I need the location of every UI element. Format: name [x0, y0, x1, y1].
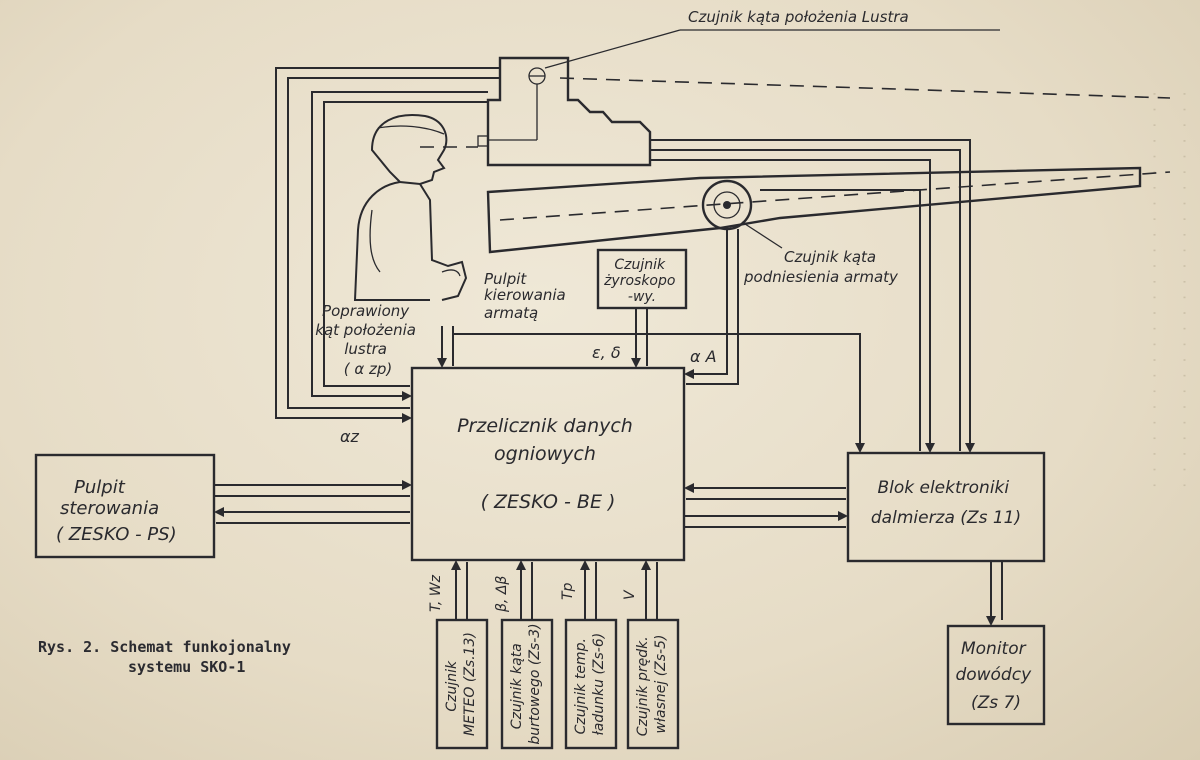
symbol-beta: β, Δβ [494, 576, 510, 613]
turret-angle-sensor-box [500, 618, 554, 750]
label-gyro-sensor: Czujnik żyroskopo -wy. [603, 257, 680, 305]
charge-temp-sensor-box [564, 618, 618, 750]
rangefinder-feeds [650, 139, 975, 453]
label-mirror-angle-sensor: Czujnik kąta położenia Lustra [688, 8, 909, 26]
svg-text:· · · · · · · · · · · · · · ·: · · · · · · · · · · · · · · · · · · · · … [1146, 90, 1161, 489]
label-gun-control-panel: Pulpit kierowania armatą [484, 270, 571, 322]
control-panel-links [214, 480, 412, 524]
symbol-alpha-a: α A [690, 347, 717, 366]
symbol-tp: Tp [560, 582, 576, 600]
own-speed-sensor-box [626, 618, 680, 750]
sensor-input-arrows [451, 560, 658, 620]
label-corrected-mirror-angle: Poprawiony kąt położenia lustra ( α zp) [315, 302, 420, 378]
monitor-link [986, 561, 1003, 626]
control-panel-box [34, 453, 216, 559]
label-rangefinder-electronics: Blok elektroniki dalmierza (Zs 11) [871, 478, 1021, 528]
bleed-through-text: · · · · · · · · · · · · · · · · · · · · … [1146, 90, 1191, 489]
rangefinder-links [684, 483, 848, 528]
mirror-sensor-leader [544, 29, 681, 69]
label-meteo-sensor: Czujnik METEO (Zs.13) [444, 632, 478, 736]
mirror-feedback-loops [275, 67, 500, 423]
svg-text:· · · · · · · · · · · · · · ·: · · · · · · · · · · · · · · · · · · · · … [1176, 90, 1191, 489]
symbol-epsilon-delta: ε, δ [592, 343, 621, 362]
elevation-sensor-leader [741, 221, 783, 249]
gun-barrel [486, 166, 1171, 254]
label-commander-monitor: Monitor dowódcy (Zs 7) [955, 639, 1036, 713]
elevation-link [684, 229, 739, 385]
label-charge-temp-sensor: Czujnik temp. ładunku (Zs-6) [573, 633, 607, 735]
mirror-sensor-housing [477, 56, 652, 167]
rangefinder-electronics-box [846, 451, 1046, 563]
gunner-figure [353, 114, 468, 301]
label-elevation-sensor: Czujnik kąta podniesienia armaty [743, 248, 899, 286]
label-control-panel: Pulpit sterowania ( ZESKO - PS) [56, 477, 177, 545]
gyro-sensor-box [596, 248, 688, 310]
symbol-alpha-z: αz [340, 427, 360, 446]
label-fire-data-computer: Przelicznik danych ogniowych ( ZESKO - B… [457, 415, 639, 513]
commander-monitor-box [946, 624, 1046, 726]
symbol-v: V [622, 589, 638, 600]
bottom-sensors: Czujnik METEO (Zs.13) Czujnik kąta burto… [435, 618, 680, 750]
label-own-speed-sensor: Czujnik prędk. własnej (Zs-5) [635, 632, 669, 736]
label-turret-angle-sensor: Czujnik kąta burtowego (Zs-3) [509, 623, 543, 744]
fire-data-computer-box [410, 366, 686, 562]
gyro-link [631, 308, 648, 368]
meteo-sensor-box [435, 618, 489, 750]
gun-panel-link [437, 326, 865, 453]
sight-line [559, 77, 1171, 99]
symbol-t-wz: T, Wz [428, 574, 444, 612]
figure-caption: Rys. 2. Schemat funkojonalny systemu SKO… [38, 638, 300, 676]
